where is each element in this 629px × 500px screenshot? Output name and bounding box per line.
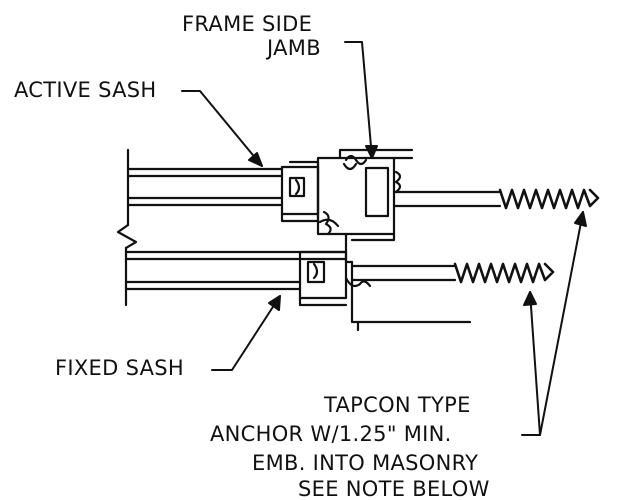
fixed-sash-profile (124, 250, 472, 332)
active-sash-profile (126, 160, 320, 223)
wall-break-line (116, 148, 138, 307)
label-frame-side: FRAME SIDE (182, 12, 313, 36)
frame-jamb-profile (316, 148, 414, 264)
label-jamb: JAMB (267, 36, 321, 60)
label-anchor-line-4: SEE NOTE BELOW (298, 477, 490, 500)
label-anchor-line-1: TAPCON TYPE (324, 393, 471, 417)
label-anchor-line-3: EMB. INTO MASONRY (252, 451, 479, 475)
label-fixed-sash: FIXED SASH (55, 356, 184, 380)
label-active-sash: ACTIVE SASH (14, 78, 157, 102)
upper-anchor (392, 188, 600, 210)
lower-anchor (350, 262, 555, 284)
label-anchor-line-2: ANCHOR W/1.25" MIN. (210, 422, 452, 446)
leader-lines (181, 41, 587, 436)
